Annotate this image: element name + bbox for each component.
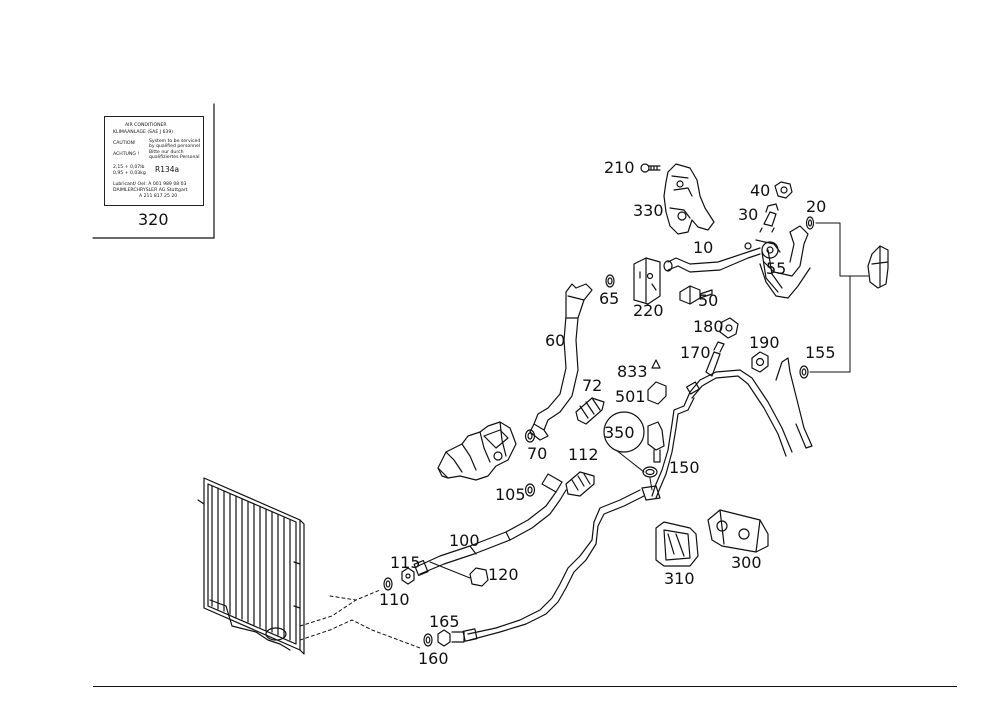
- oring-150-drawing[interactable]: [642, 466, 658, 478]
- decal-title: AIR CONDITIONER: [125, 123, 167, 128]
- oring-65-drawing[interactable]: [605, 274, 615, 288]
- decal-refrigerant: R134a: [155, 165, 180, 174]
- callout-120[interactable]: 120: [488, 565, 519, 584]
- decal-achtung-text-2: qualifiziertes Personal: [149, 155, 200, 160]
- callout-112[interactable]: 112: [568, 445, 599, 464]
- callout-115[interactable]: 115: [390, 553, 421, 572]
- ac-label-decal: AIR CONDITIONER KLIMAANLAGE (SAE J 639) …: [104, 116, 204, 206]
- bolt-50-drawing[interactable]: [679, 285, 713, 305]
- oring-160-drawing[interactable]: [423, 633, 433, 647]
- hose-60-drawing[interactable]: [529, 283, 593, 441]
- nut-165-drawing[interactable]: [437, 629, 451, 647]
- callout-190[interactable]: 190: [749, 333, 780, 352]
- decal-achtung: ACHTUNG !: [113, 152, 140, 157]
- callout-30[interactable]: 30: [738, 205, 759, 224]
- callout-160[interactable]: 160: [418, 649, 449, 668]
- decal-maker: DAIMLERCHRYSLER AG Stuttgart: [113, 188, 188, 193]
- bracket-330-drawing[interactable]: [663, 163, 715, 235]
- callout-310[interactable]: 310: [664, 569, 695, 588]
- callout-65[interactable]: 65: [599, 289, 620, 308]
- callout-70[interactable]: 70: [527, 444, 548, 463]
- callout-40[interactable]: 40: [750, 181, 771, 200]
- nut-115-drawing[interactable]: [401, 567, 415, 585]
- callout-150[interactable]: 150: [669, 458, 700, 477]
- decal-caution: CAUTION!: [113, 141, 136, 146]
- pressure-line-150-drawing[interactable]: [641, 357, 813, 501]
- nut-120-drawing[interactable]: [429, 561, 489, 587]
- callout-72[interactable]: 72: [582, 376, 603, 395]
- decal-lubricant: Lubricant/ Oel: A 001 989 08 03: [113, 182, 187, 187]
- callout-833[interactable]: 833: [617, 362, 648, 381]
- bottom-rule: [93, 686, 957, 687]
- decal-caution-text-1: System to be serviced: [149, 139, 201, 144]
- line-100-drawing[interactable]: [413, 473, 567, 577]
- valve-180-drawing[interactable]: [719, 317, 739, 339]
- callout-55[interactable]: 55: [766, 259, 787, 278]
- callout-210[interactable]: 210: [604, 158, 635, 177]
- line-lower-drawing[interactable]: [451, 489, 645, 643]
- callout-105[interactable]: 105: [495, 485, 526, 504]
- oring-105-drawing[interactable]: [524, 483, 536, 497]
- bracket-310-drawing[interactable]: [655, 521, 699, 567]
- oring-70-drawing[interactable]: [524, 429, 536, 443]
- callout-110[interactable]: 110: [379, 590, 410, 609]
- callout-300[interactable]: 300: [731, 553, 762, 572]
- condenser-leaders: [299, 589, 421, 649]
- compressor-drawing: [437, 421, 517, 481]
- callout-501[interactable]: 501: [615, 387, 646, 406]
- decal-subtitle: KLIMAANLAGE (SAE J 639): [113, 130, 174, 135]
- decal-caution-text-2: by qualified personnel: [149, 144, 201, 149]
- decal-frame: [92, 103, 215, 239]
- oring-110-drawing[interactable]: [383, 577, 393, 591]
- decal-number: A 211 817 25 20: [139, 194, 178, 199]
- valve-30-drawing[interactable]: [759, 203, 779, 233]
- screw-210-drawing[interactable]: [640, 163, 661, 173]
- callout-60[interactable]: 60: [545, 331, 566, 350]
- callout-165[interactable]: 165: [429, 612, 460, 631]
- bracket-300-drawing[interactable]: [707, 509, 769, 553]
- decal-charge-lb: 2,15 + 0,07lb: [113, 165, 145, 170]
- leader-bracket: [809, 222, 869, 373]
- callout-155[interactable]: 155: [805, 343, 836, 362]
- callout-350[interactable]: 350: [604, 423, 635, 442]
- callout-180[interactable]: 180: [693, 317, 724, 336]
- oring-155-drawing[interactable]: [799, 365, 809, 379]
- callout-50[interactable]: 50: [698, 291, 719, 310]
- sensor-350-drawing[interactable]: [603, 359, 667, 463]
- cap-40-drawing[interactable]: [774, 181, 793, 199]
- fitting-72-drawing[interactable]: [575, 397, 605, 425]
- callout-170[interactable]: 170: [680, 343, 711, 362]
- condenser-drawing: [197, 477, 305, 655]
- callout-320[interactable]: 320: [138, 210, 169, 229]
- decal-charge-kg: 0,95 + 0,03kg: [113, 171, 146, 176]
- nut-190-drawing[interactable]: [751, 351, 769, 373]
- callout-10[interactable]: 10: [693, 238, 714, 257]
- callout-330[interactable]: 330: [633, 201, 664, 220]
- callout-220[interactable]: 220: [633, 301, 664, 320]
- connector-drawing[interactable]: [867, 245, 889, 289]
- pressure-switch-220-drawing[interactable]: [633, 257, 661, 305]
- suction-line-10-drawing[interactable]: [663, 225, 811, 299]
- callout-20[interactable]: 20: [806, 197, 827, 216]
- callout-100[interactable]: 100: [449, 531, 480, 550]
- decal-achtung-text-1: Bitte nur durch: [149, 150, 184, 155]
- fitting-112-drawing[interactable]: [565, 471, 595, 497]
- oring-20-drawing[interactable]: [805, 216, 815, 230]
